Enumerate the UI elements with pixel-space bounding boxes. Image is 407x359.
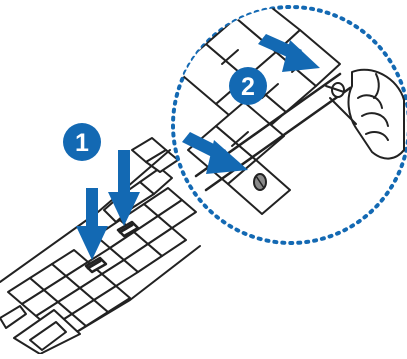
hand-illustration	[347, 68, 405, 160]
step-1-number: 1	[75, 129, 89, 157]
step-2-badge: 2	[229, 67, 267, 105]
step-1-badge: 1	[63, 123, 101, 161]
band-pin	[325, 82, 345, 98]
push-pin-arrow-icon	[258, 34, 320, 72]
press-down-arrow-icon	[76, 188, 108, 260]
release-button	[116, 220, 140, 238]
band-pin	[253, 173, 267, 191]
band-link-row	[123, 227, 187, 273]
release-button	[84, 256, 108, 274]
step-2-number: 2	[241, 73, 255, 101]
metal-band-illustration	[0, 137, 201, 355]
press-down-arrow-icon	[108, 150, 140, 226]
push-pin-arrow-icon	[182, 132, 248, 174]
band-link-row	[109, 199, 197, 261]
band-clasp	[0, 305, 81, 355]
